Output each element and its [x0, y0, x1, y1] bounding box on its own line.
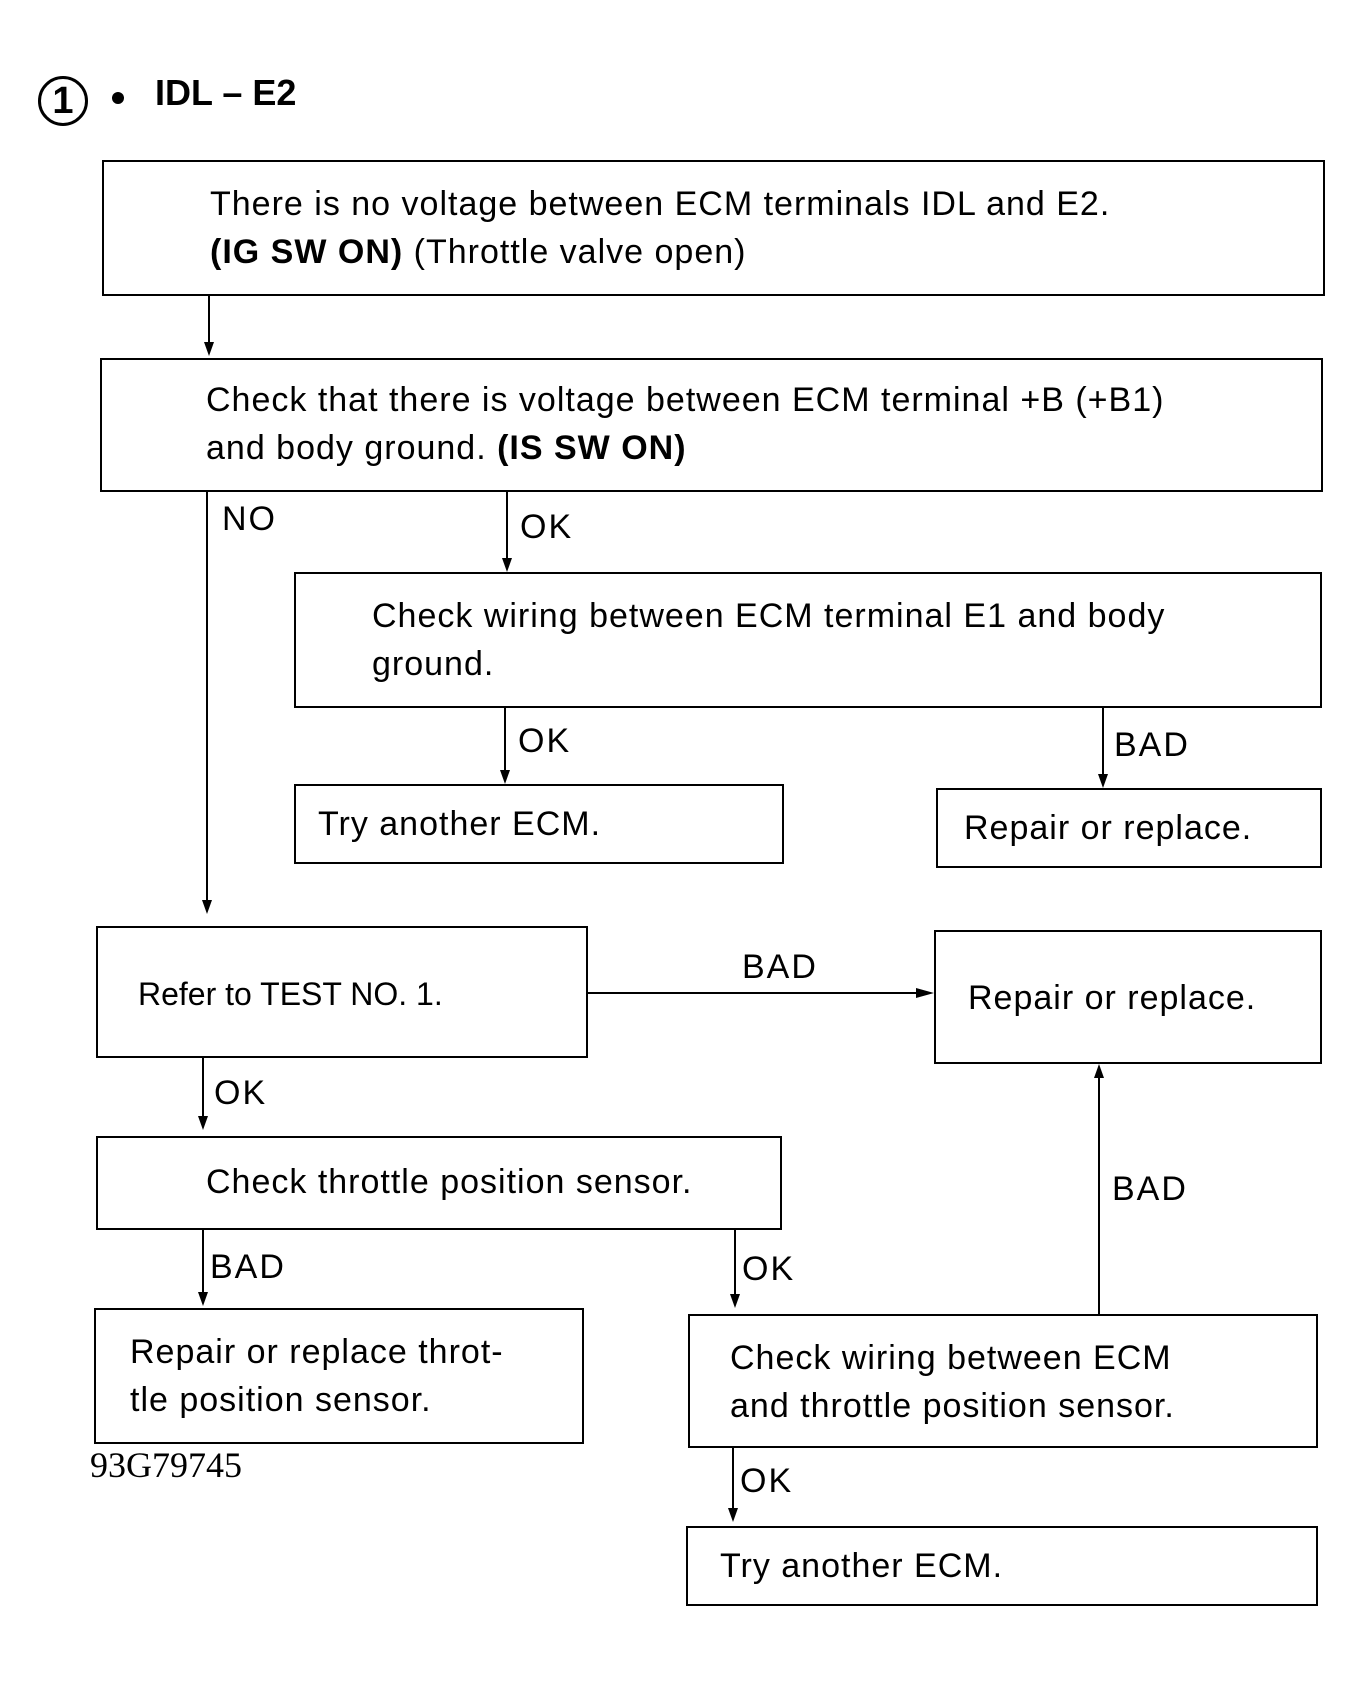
box-check-b-voltage-line1: Check that there is voltage between ECM … — [206, 381, 1165, 419]
connector-bad-b6-b7 — [588, 992, 918, 994]
label-bad-b8-b9: BAD — [210, 1248, 286, 1286]
box-repair-tps: Repair or replace throt- tle position se… — [94, 1308, 584, 1444]
label-bad-b6-b7: BAD — [742, 948, 818, 986]
box-no-voltage-bold: (IG SW ON) — [210, 233, 404, 271]
label-no: NO — [222, 500, 277, 538]
arrow-no-b2-b6 — [202, 900, 212, 914]
box-no-voltage-rest: (Throttle valve open) — [403, 233, 747, 271]
box-check-wiring-e1-line1: Check wiring between ECM terminal E1 and… — [372, 597, 1166, 635]
bullet-icon — [112, 92, 124, 104]
box-check-tps-text: Check throttle position sensor. — [206, 1163, 693, 1201]
arrow-bad-b6-b7 — [916, 988, 934, 998]
connector-bad-b10-b7 — [1098, 1078, 1100, 1314]
box-check-wiring-e1: Check wiring between ECM terminal E1 and… — [294, 572, 1322, 708]
step-number-circle: 1 — [38, 76, 88, 126]
box-try-another-ecm-1: Try another ECM. — [294, 784, 784, 864]
connector-ok-b6-b8 — [202, 1058, 204, 1122]
connector-b1-b2 — [208, 296, 210, 348]
figure-code: 93G79745 — [90, 1445, 242, 1485]
label-ok-b2-b3: OK — [520, 508, 574, 546]
box-check-b-voltage-plain: and body ground. — [206, 429, 498, 467]
box-check-b-voltage: Check that there is voltage between ECM … — [100, 358, 1323, 492]
box-check-b-voltage-bold: (IS SW ON) — [497, 429, 687, 467]
label-ok-b8-b10: OK — [742, 1250, 796, 1288]
connector-ok-b8-b10 — [734, 1230, 736, 1300]
arrow-ok-b6-b8 — [198, 1116, 208, 1130]
arrow-bad-b3-b5 — [1098, 774, 1108, 788]
box-repair-tps-line1: Repair or replace throt- — [130, 1333, 504, 1371]
connector-ok-b2-b3-line — [506, 492, 508, 564]
box-check-wiring-e1-line2: ground. — [372, 645, 495, 683]
box-refer-test-1: Refer to TEST NO. 1. — [96, 926, 588, 1058]
box-repair-tps-line2: tle position sensor. — [130, 1381, 432, 1419]
arrow-ok-b3-b4 — [500, 770, 510, 784]
label-bad-b3-b5: BAD — [1114, 726, 1190, 764]
label-ok-b3-b4: OK — [518, 722, 572, 760]
arrow-ok-b10-b11 — [728, 1508, 738, 1522]
label-bad-b10-b7: BAD — [1112, 1170, 1188, 1208]
arrow-b1-b2 — [204, 342, 214, 356]
box-no-voltage: There is no voltage between ECM terminal… — [102, 160, 1325, 296]
connector-bad-b3-b5 — [1102, 708, 1104, 780]
box-try-another-ecm-1-text: Try another ECM. — [318, 805, 602, 843]
box-try-another-ecm-2-text: Try another ECM. — [720, 1547, 1004, 1585]
box-check-tps: Check throttle position sensor. — [96, 1136, 782, 1230]
label-ok-b6-b8: OK — [214, 1074, 268, 1112]
box-repair-replace-1: Repair or replace. — [936, 788, 1322, 868]
box-check-wiring-tps-line2: and throttle position sensor. — [730, 1387, 1175, 1425]
arrow-ok-b2-b3 — [502, 558, 512, 572]
box-no-voltage-line2: (IG SW ON) (Throttle valve open) — [210, 228, 746, 276]
box-check-b-voltage-line2: and body ground. (IS SW ON) — [206, 424, 687, 472]
arrow-bad-b8-b9 — [198, 1292, 208, 1306]
box-refer-test-1-text: Refer to TEST NO. 1. — [138, 976, 443, 1012]
box-repair-replace-2: Repair or replace. — [934, 930, 1322, 1064]
arrow-ok-b8-b10 — [730, 1294, 740, 1308]
box-no-voltage-line1: There is no voltage between ECM terminal… — [210, 185, 1111, 223]
box-check-wiring-tps: Check wiring between ECM and throttle po… — [688, 1314, 1318, 1448]
arrow-bad-b10-b7 — [1094, 1064, 1104, 1078]
connector-no-b2-b6 — [206, 492, 208, 906]
box-repair-replace-2-text: Repair or replace. — [968, 979, 1257, 1017]
connector-ok-b10-b11 — [732, 1448, 734, 1514]
box-check-wiring-tps-line1: Check wiring between ECM — [730, 1339, 1172, 1377]
box-try-another-ecm-2: Try another ECM. — [686, 1526, 1318, 1606]
diagram-title: IDL – E2 — [155, 72, 297, 113]
label-ok-b10-b11: OK — [740, 1462, 794, 1500]
connector-bad-b8-b9 — [202, 1230, 204, 1298]
box-repair-replace-1-text: Repair or replace. — [964, 809, 1253, 847]
connector-ok-b3-b4 — [504, 708, 506, 776]
